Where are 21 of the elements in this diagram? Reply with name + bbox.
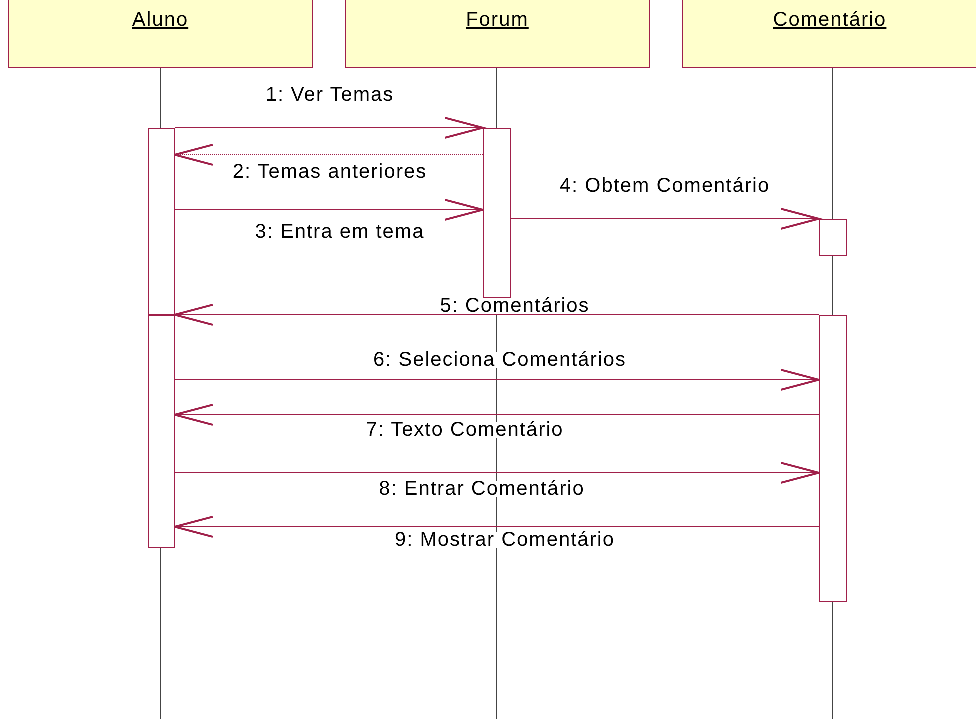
object-box — [682, 0, 976, 68]
message-arrow — [510, 208, 820, 230]
object-box — [345, 0, 650, 68]
object-name: Aluno — [132, 9, 189, 32]
message-arrow — [174, 462, 820, 484]
object-name: Comentário — [773, 9, 887, 32]
message-arrow — [174, 117, 484, 139]
object-box — [8, 0, 313, 68]
activation-bar — [819, 219, 847, 256]
activation-bar — [148, 128, 175, 315]
message-arrow — [174, 199, 484, 221]
object-name: Forum — [466, 9, 529, 32]
message-arrow — [174, 144, 484, 166]
message-arrow — [174, 369, 820, 391]
activation-bar — [148, 315, 175, 548]
message-arrow — [174, 304, 820, 326]
activation-bar — [819, 315, 847, 602]
message-arrow — [174, 404, 820, 426]
activation-bar — [483, 128, 511, 298]
message-arrow — [174, 516, 820, 538]
message-label: 3: Entra em tema — [253, 224, 427, 240]
